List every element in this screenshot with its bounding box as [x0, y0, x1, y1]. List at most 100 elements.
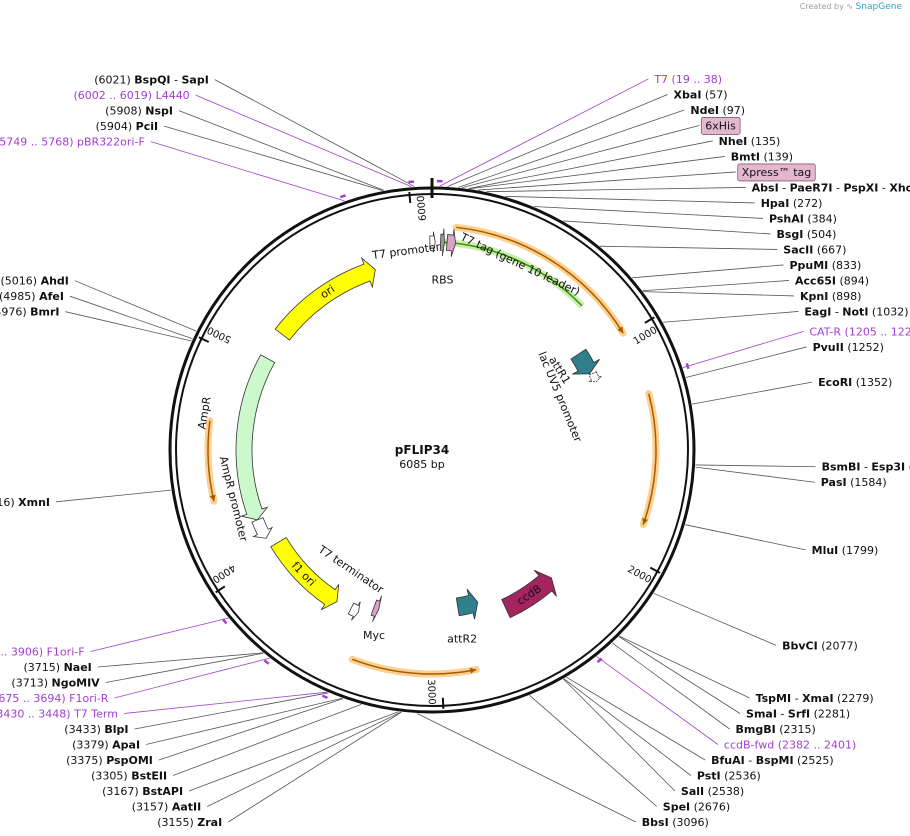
site-label-absi[interactable]: AbsI - PaeR7I - PspXI - XhoI (201)	[752, 181, 910, 194]
site-label-kpni[interactable]: KpnI (898)	[800, 290, 861, 303]
enzyme-name: NotI	[842, 305, 868, 318]
site-label-ngomiv[interactable]: (3713) NgoMIV	[11, 677, 100, 690]
site-position: (6021)	[94, 74, 131, 87]
site-label-bmti[interactable]: BmtI (139)	[731, 150, 793, 163]
label-leader-line	[458, 109, 685, 188]
feature-ccdb[interactable]	[501, 569, 557, 619]
enzyme-name: KpnI	[800, 290, 828, 303]
site-label-smai[interactable]: SmaI - SrfI (2281)	[746, 708, 850, 721]
site-labels: T7 (19 .. 38) XbaI (57) NdeI (97) 6xHisNheI…	[0, 73, 910, 829]
primer-range: (3675 .. 3694)	[0, 692, 66, 705]
primer-range: (3430 .. 3448)	[0, 708, 71, 721]
site-label-zrai[interactable]: (3155) ZraI	[157, 816, 222, 829]
site-label-ndei[interactable]: NdeI (97)	[690, 104, 745, 117]
feature-t7-promoter[interactable]	[429, 231, 436, 253]
enzyme-name: NheI	[719, 135, 748, 148]
site-label-ahdi[interactable]: (5016) AhdI	[1, 275, 69, 288]
site-label-bbvci[interactable]: BbvCI (2077)	[782, 639, 858, 652]
feature-ampr-promoter[interactable]	[251, 517, 274, 539]
site-label-spei[interactable]: SpeI (2676)	[663, 801, 730, 814]
enzyme-name: SacII	[783, 243, 813, 256]
primer-label-ccdb-fwd[interactable]: ccdB-fwd (2382 .. 2401)	[724, 739, 856, 752]
enzyme-name: AbsI	[752, 181, 779, 194]
site-label-pvuii[interactable]: PvuII (1252)	[813, 341, 884, 354]
site-label-sacii[interactable]: SacII (667)	[783, 243, 846, 256]
feature-f1ori[interactable]	[270, 536, 340, 611]
orf-arc-glow	[348, 655, 480, 678]
feature-t7-terminator[interactable]	[347, 601, 361, 621]
tick-label: 6000	[416, 195, 429, 221]
site-label-tspmi[interactable]: TspMI - XmaI (2279)	[756, 692, 874, 705]
site-label-mlui[interactable]: MluI (1799)	[812, 544, 879, 557]
label-leader-line	[643, 291, 795, 297]
primer-label-l4440[interactable]: (6002 .. 6019) L4440	[74, 89, 190, 102]
feature-lacuv5[interactable]	[588, 371, 602, 383]
site-position: (2676)	[694, 801, 731, 814]
feature-myc[interactable]	[370, 595, 382, 622]
primer-label-t7term[interactable]: (3430 .. 3448) T7 Term	[0, 708, 118, 721]
site-position: (4976)	[0, 306, 27, 319]
site-label-naei[interactable]: (3715) NaeI	[23, 661, 91, 674]
site-label-nhei[interactable]: NheI (135)	[719, 135, 781, 148]
site-label-sali[interactable]: SalI (2538)	[681, 785, 744, 798]
feature-ampr[interactable]	[235, 354, 276, 521]
enzyme-name: HpaI	[761, 197, 790, 210]
primer-label-f1ori-r[interactable]: (3675 .. 3694) F1ori-R	[0, 692, 109, 705]
primer-binding-mark	[339, 194, 346, 199]
label-leader-line	[158, 698, 344, 761]
site-label-xmni[interactable]: (4416) XmnI	[0, 496, 50, 509]
primer-label-cat-r[interactable]: CAT-R (1205 .. 1224)	[809, 325, 910, 338]
label-leader-line	[563, 678, 692, 776]
site-label-pcii[interactable]: (5904) PciI	[96, 120, 159, 133]
site-label-ecori[interactable]: EcoRI (1352)	[818, 376, 892, 389]
site-position: (2538)	[708, 785, 745, 798]
primer-label-pbr322ori-f[interactable]: (5749 .. 5768) pBR322ori-F	[0, 136, 145, 149]
site-label-blpi[interactable]: (3433) BlpI	[64, 723, 128, 736]
site-label-bsgi[interactable]: BsgI (504)	[776, 228, 836, 241]
site-label-eagi[interactable]: EagI - NotI (1032)	[804, 305, 908, 318]
site-label-acc65i[interactable]: Acc65I (894)	[795, 274, 869, 287]
site-label-bsmbi[interactable]: BsmBI - Esp3I (1576)	[822, 461, 910, 474]
site-label-bsteii[interactable]: (3305) BstEII	[91, 770, 167, 783]
enzyme-name: SrfI	[788, 708, 810, 721]
enzyme-name: BstEII	[131, 770, 167, 783]
feature-attr2[interactable]	[455, 588, 479, 620]
site-position: (1584)	[850, 476, 887, 489]
site-label-bbsi[interactable]: BbsI (3096)	[642, 816, 709, 829]
site-label-bmgbi[interactable]: BmgBI (2315)	[736, 723, 816, 736]
site-label-afei[interactable]: (4985) AfeI	[0, 290, 64, 303]
site-label-bspqi[interactable]: (6021) BspQI - SapI	[94, 74, 209, 87]
site-label-psti[interactable]: PstI (2536)	[697, 770, 761, 783]
site-label-nspi[interactable]: (5908) NspI	[105, 105, 173, 118]
enzyme-name: PspOMI	[106, 754, 153, 767]
site-label-bstapi[interactable]: (3167) BstAPI	[102, 785, 183, 798]
feature-rbs[interactable]	[439, 228, 445, 257]
site-label-bmri[interactable]: (4976) BmrI	[0, 306, 60, 319]
site-label-pasi[interactable]: PasI (1584)	[821, 476, 887, 489]
site-label-xbai[interactable]: XbaI (57)	[674, 88, 728, 101]
feature-attr1[interactable]	[570, 348, 600, 375]
feature-ori[interactable]	[274, 256, 376, 341]
feature-t7tag[interactable]	[446, 229, 456, 257]
label-leader-line	[563, 678, 676, 792]
primer-label-f1ori-f[interactable]: (3885 .. 3906) F1ori-F	[0, 646, 85, 659]
enzyme-name: BmgBI	[736, 723, 776, 736]
site-label-bfuai[interactable]: BfuAI - BspMI (2525)	[711, 754, 834, 767]
enzyme-name: BspQI	[134, 74, 170, 87]
tag-label-xpress[interactable]: Xpress™ tag	[742, 166, 812, 179]
label-leader-line	[653, 592, 777, 646]
label-leader-line	[69, 295, 193, 340]
site-label-hpai[interactable]: HpaI (272)	[761, 197, 823, 210]
site-label-pshai[interactable]: PshAI (384)	[769, 212, 837, 225]
site-label-apai[interactable]: (3379) ApaI	[72, 739, 140, 752]
label-leader-line	[461, 125, 700, 189]
tag-label-6xhis[interactable]: 6xHis	[705, 119, 736, 132]
site-position: (3305)	[91, 770, 128, 783]
enzyme-name: AatII	[172, 801, 201, 814]
enzyme-name: PaeR7I	[790, 181, 833, 194]
site-label-pspomi[interactable]: (3375) PspOMI	[66, 754, 153, 767]
site-label-aatii[interactable]: (3157) AatII	[132, 801, 201, 814]
enzyme-name: Esp3I	[871, 461, 905, 474]
primer-label-t7[interactable]: T7 (19 .. 38)	[653, 73, 722, 86]
site-label-ppumi[interactable]: PpuMI (833)	[789, 259, 861, 272]
